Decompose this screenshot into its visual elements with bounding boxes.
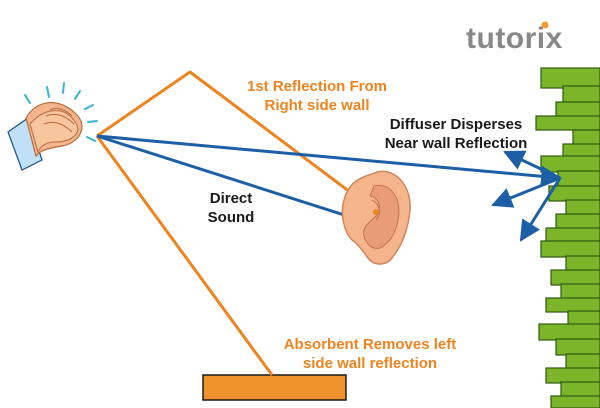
- reflection-paths: [95, 70, 380, 376]
- absorbent-label: Absorbent Removes left side wall reflect…: [284, 336, 457, 372]
- direct-sound-label: Direct Sound: [208, 190, 255, 226]
- logo-accent-dot: [541, 21, 549, 29]
- direct-sound-line-2: Sound: [208, 209, 255, 226]
- diffuser-line-2: Near wall Reflection: [385, 135, 528, 152]
- first-reflection-label: 1st Reflection From Right side wall: [247, 78, 387, 114]
- right-wall-reflection-path: [96, 70, 380, 215]
- diffuser-wall: [535, 67, 600, 408]
- logo-text: tutorix: [466, 22, 563, 55]
- first-reflection-line-2: Right side wall: [264, 97, 369, 114]
- diffuser-label: Diffuser Disperses Near wall Reflection: [385, 116, 528, 152]
- ear-focus-point: [373, 209, 379, 215]
- wall-incident-arrow: [96, 134, 563, 187]
- direct-sound-line-1: Direct: [210, 190, 253, 207]
- scatter-arrow-1: [503, 150, 561, 180]
- diffuser-line-1: Diffuser Disperses: [390, 116, 523, 133]
- ear-icon: [341, 170, 411, 265]
- scatter-arrow-2: [491, 176, 561, 208]
- absorbent-line-2: side wall reflection: [303, 355, 437, 372]
- absorbent-panel: [202, 374, 347, 401]
- sound-paths: [96, 134, 563, 242]
- first-reflection-line-1: 1st Reflection From: [247, 78, 387, 95]
- direct-sound-arrow: [96, 134, 388, 233]
- scatter-arrow-3: [519, 177, 562, 242]
- tutorix-logo: tutorix: [466, 21, 563, 55]
- left-wall-reflection-path: [95, 135, 274, 376]
- clapping-hands-icon: [7, 82, 98, 171]
- absorbent-line-1: Absorbent Removes left: [284, 336, 457, 353]
